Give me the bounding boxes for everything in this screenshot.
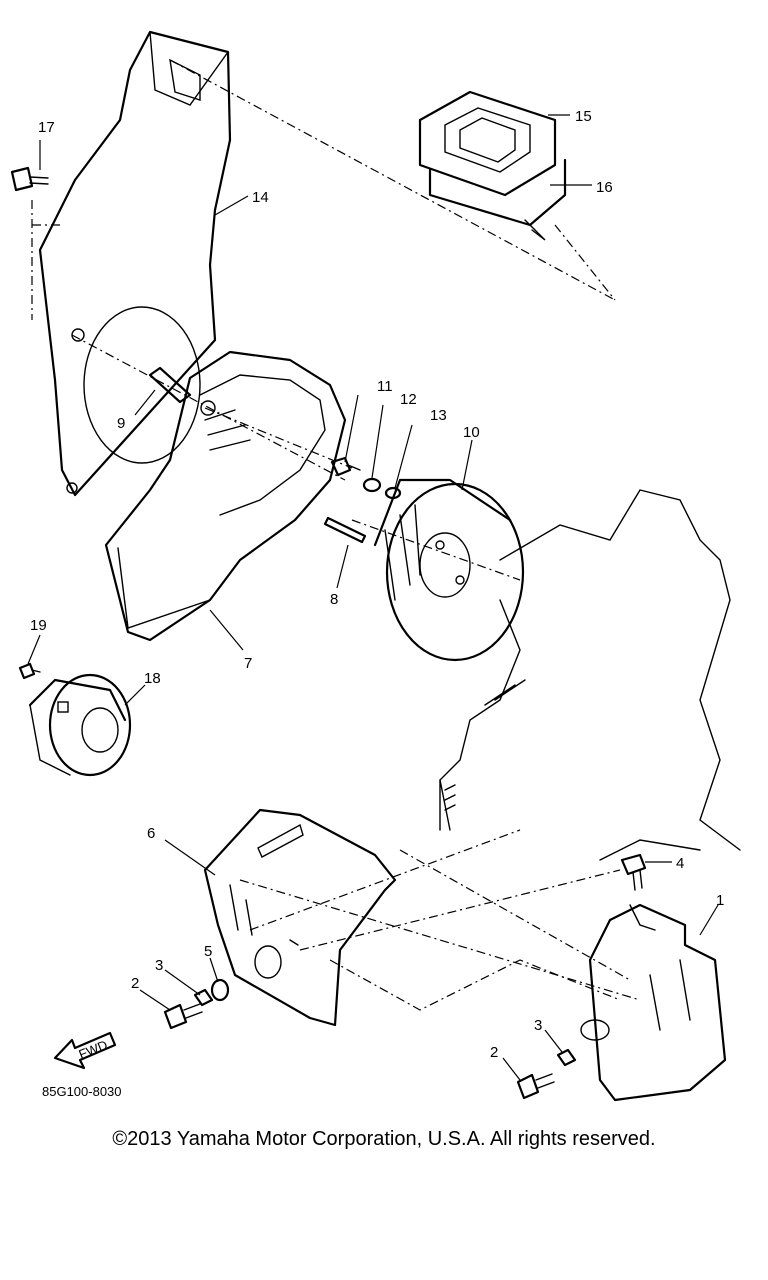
- part-2-bolt-left: [163, 1003, 203, 1030]
- part-8-stud: [323, 516, 367, 544]
- part-6-bracket: [203, 808, 397, 1027]
- callout-5: 5: [204, 943, 212, 960]
- callout-6: 6: [147, 825, 155, 842]
- callout-18: 18: [144, 670, 161, 687]
- callout-8: 8: [330, 591, 338, 608]
- leader-lines: [27, 114, 719, 1081]
- callout-2-left: 2: [131, 975, 139, 992]
- callout-3-left: 3: [155, 957, 163, 974]
- callout-16: 16: [596, 179, 613, 196]
- callout-9: 9: [117, 415, 125, 432]
- callout-12: 12: [400, 391, 417, 408]
- callout-1: 1: [716, 892, 724, 909]
- diagram-code: 85G100-8030: [42, 1084, 122, 1099]
- callout-labels: 17 14 15 16 9 11 12 13 10 8 7 19 18 6 5 …: [30, 108, 724, 1061]
- assembly-lines: [31, 59, 641, 1011]
- part-11-bolt: [330, 456, 361, 477]
- part-19-screw: [18, 662, 41, 680]
- part-3-nut-left: [193, 988, 214, 1007]
- callout-11: 11: [377, 378, 393, 395]
- callout-10: 10: [463, 424, 480, 441]
- part-14-shroud-duct: [38, 30, 232, 497]
- part-9-collar: [148, 366, 192, 404]
- callout-15: 15: [575, 108, 592, 125]
- engine-crankcase: [439, 489, 741, 861]
- callout-3-right: 3: [534, 1017, 542, 1034]
- part-10-flywheel-fan: [373, 478, 525, 662]
- fwd-arrow-icon: FWD: [53, 1031, 117, 1070]
- callout-19: 19: [30, 617, 47, 634]
- callout-2-right: 2: [490, 1044, 498, 1061]
- part-16-bracket: [428, 158, 567, 241]
- callout-4: 4: [676, 855, 684, 872]
- part-2-bolt-right: [516, 1073, 555, 1100]
- part-1-cover: [580, 903, 727, 1102]
- part-18-starter-cup: [28, 673, 132, 777]
- part-15-seal: [418, 90, 557, 197]
- callout-14: 14: [252, 189, 269, 206]
- copyright-notice: ©2013 Yamaha Motor Corporation, U.S.A. A…: [112, 1128, 656, 1150]
- part-7-fan-housing: [104, 350, 347, 642]
- part-3-nut-right: [556, 1048, 577, 1067]
- part-4-bolt: [620, 853, 647, 891]
- part-5-washer: [210, 978, 230, 1002]
- part-12-washer: [362, 477, 382, 493]
- part-17-bolt: [10, 166, 49, 192]
- callout-13: 13: [430, 407, 447, 424]
- fwd-label: FWD: [76, 1037, 109, 1062]
- callout-7: 7: [244, 655, 252, 672]
- callout-17: 17: [38, 119, 55, 136]
